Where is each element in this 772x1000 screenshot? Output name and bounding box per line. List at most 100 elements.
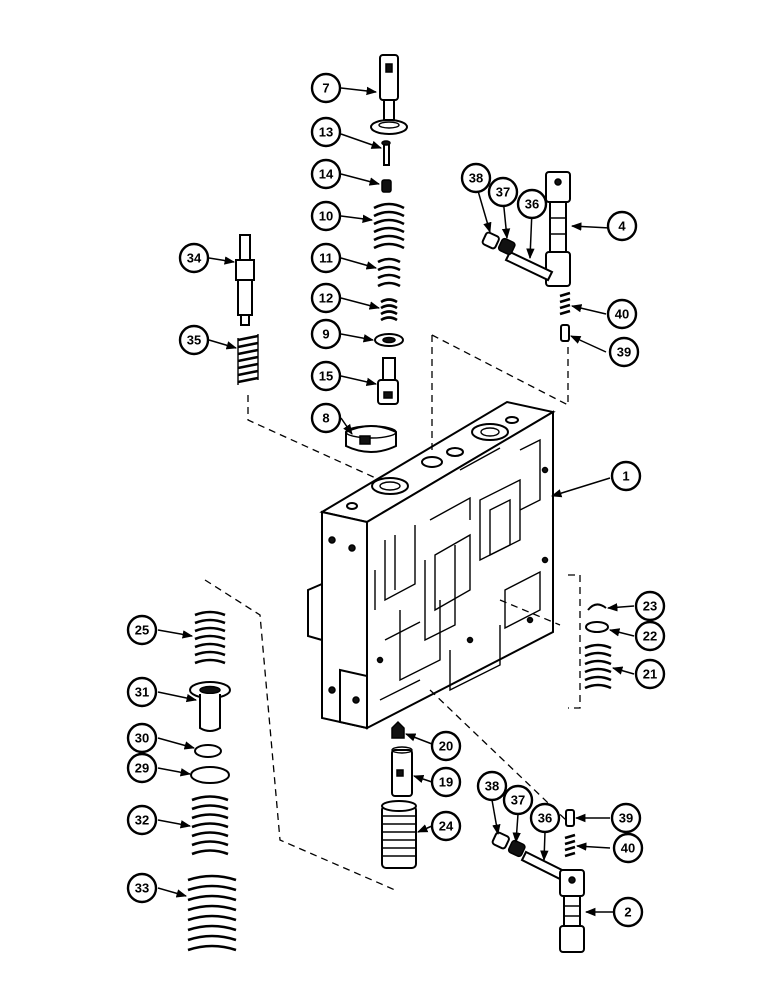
callout-39: 39 xyxy=(610,802,642,834)
callout-number: 29 xyxy=(135,761,149,776)
part-7-valve xyxy=(370,54,408,135)
callout-number: 38 xyxy=(485,779,499,794)
callout-number: 22 xyxy=(643,629,657,644)
callout-number: 37 xyxy=(511,793,525,808)
part-37-sleeve-top xyxy=(497,237,516,256)
part-40-spring-top xyxy=(559,291,571,316)
part-31-retainer xyxy=(189,681,231,732)
callout-15: 15 xyxy=(310,360,342,392)
callout-number: 34 xyxy=(187,251,202,266)
callout-38: 38 xyxy=(476,770,508,802)
callout-23: 23 xyxy=(634,590,666,622)
callout-number: 33 xyxy=(135,881,149,896)
part-38-sleeve-top xyxy=(481,231,500,250)
callout-10: 10 xyxy=(310,200,342,232)
callout-22: 22 xyxy=(634,620,666,652)
part-40-spring-bottom xyxy=(564,833,576,858)
callout-number: 32 xyxy=(135,813,149,828)
callout-number: 4 xyxy=(618,219,626,234)
callout-7: 7 xyxy=(310,72,342,104)
callout-circle xyxy=(487,176,519,208)
part-36-pin-top xyxy=(504,250,554,282)
callout-circle xyxy=(430,810,462,842)
callout-number: 21 xyxy=(643,667,657,682)
part-2-spool xyxy=(559,869,585,953)
part-29-ring xyxy=(190,766,230,784)
callout-number: 14 xyxy=(319,167,334,182)
callout-number: 36 xyxy=(525,197,539,212)
callout-circle xyxy=(178,242,210,274)
callout-circle xyxy=(430,730,462,762)
callout-40: 40 xyxy=(612,832,644,864)
callout-number: 10 xyxy=(319,209,333,224)
callout-circle xyxy=(612,832,644,864)
callout-36: 36 xyxy=(516,188,548,220)
callout-circle xyxy=(310,242,342,274)
part-38-sleeve-bottom xyxy=(491,831,510,850)
callout-21: 21 xyxy=(634,658,666,690)
callout-number: 2 xyxy=(624,905,631,920)
callout-1: 1 xyxy=(610,460,642,492)
callout-number: 38 xyxy=(469,171,483,186)
callout-circle xyxy=(126,614,158,646)
callout-circle xyxy=(310,116,342,148)
callout-33: 33 xyxy=(126,872,158,904)
callout-circle xyxy=(634,620,666,652)
callout-circle xyxy=(608,336,640,368)
callout-4: 4 xyxy=(606,210,638,242)
callout-circle xyxy=(310,282,342,314)
callout-circle xyxy=(476,770,508,802)
callout-31: 31 xyxy=(126,676,158,708)
callout-circle xyxy=(126,872,158,904)
callout-circle xyxy=(610,802,642,834)
callout-37: 37 xyxy=(502,784,534,816)
callout-38: 38 xyxy=(460,162,492,194)
callout-circle xyxy=(310,318,342,350)
callout-8: 8 xyxy=(310,402,342,434)
part-37-sleeve-bottom xyxy=(507,839,526,858)
callout-number: 23 xyxy=(643,599,657,614)
part-20-plug xyxy=(391,720,405,739)
callout-40: 40 xyxy=(606,298,638,330)
part-8-sleeve xyxy=(345,425,397,453)
leader-lines xyxy=(157,86,635,917)
callout-14: 14 xyxy=(310,158,342,190)
callout-circle xyxy=(634,658,666,690)
callout-number: 11 xyxy=(319,251,333,266)
callout-number: 24 xyxy=(439,819,454,834)
part-21-spring xyxy=(584,643,612,690)
callout-number: 15 xyxy=(319,369,333,384)
callout-number: 13 xyxy=(319,125,333,140)
callout-circle xyxy=(178,324,210,356)
valve-body xyxy=(307,400,556,730)
part-33-spring xyxy=(187,874,237,952)
callout-number: 31 xyxy=(135,685,149,700)
part-39-pin-top xyxy=(560,324,570,342)
callout-number: 8 xyxy=(322,411,329,426)
callout-number: 7 xyxy=(322,81,329,96)
callout-circle xyxy=(612,896,644,928)
callout-circle xyxy=(634,590,666,622)
callout-29: 29 xyxy=(126,752,158,784)
part-11-spring xyxy=(377,257,401,288)
callout-circle xyxy=(430,766,462,798)
callout-2: 2 xyxy=(612,896,644,928)
callout-circle xyxy=(502,784,534,816)
part-15-valve xyxy=(377,357,399,405)
callout-circle xyxy=(516,188,548,220)
callout-badges: 1247891011121314151920212223242529303132… xyxy=(126,72,666,928)
callout-circle xyxy=(310,158,342,190)
callout-circle xyxy=(310,200,342,232)
callout-20: 20 xyxy=(430,730,462,762)
part-13-pin xyxy=(381,140,391,166)
callout-11: 11 xyxy=(310,242,342,274)
callout-circle xyxy=(126,752,158,784)
callout-25: 25 xyxy=(126,614,158,646)
callout-circle xyxy=(610,460,642,492)
part-35-spring xyxy=(237,334,259,385)
assembly-lines xyxy=(204,334,581,891)
callout-circle xyxy=(460,162,492,194)
part-12-spring xyxy=(380,298,398,322)
callout-19: 19 xyxy=(430,766,462,798)
